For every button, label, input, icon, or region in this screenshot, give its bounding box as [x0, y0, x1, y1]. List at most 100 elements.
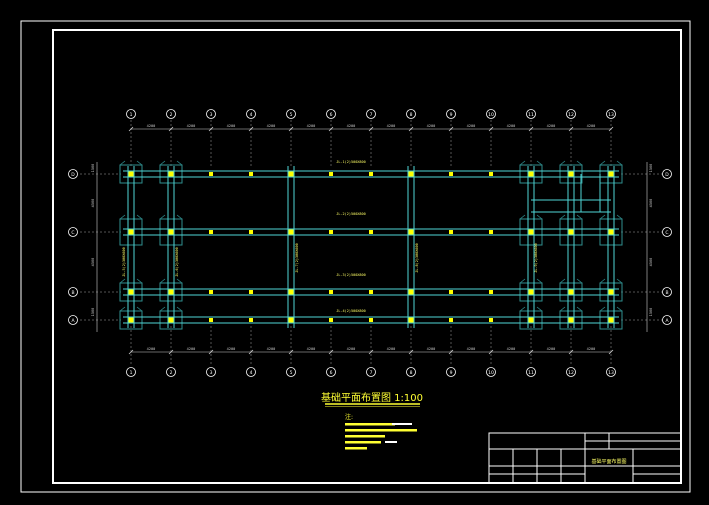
axis-bubble-top — [566, 109, 576, 119]
footing-bevel — [119, 214, 126, 220]
column — [329, 230, 333, 234]
axis-label: 10 — [488, 370, 494, 376]
axis-label: 13 — [608, 370, 614, 376]
beam-label-v: JL-9(2)300X600 — [534, 243, 538, 273]
column — [408, 289, 414, 295]
axis-bubble-left — [68, 287, 78, 297]
axis-bubble-top — [486, 109, 496, 119]
footing-bevel — [519, 306, 526, 312]
axis-bubble-right — [662, 227, 672, 237]
column — [128, 289, 134, 295]
axis-label: A — [71, 318, 75, 324]
dimension-text-top: 4200 — [347, 124, 356, 128]
dimension-text-left: 1500 — [91, 164, 95, 173]
column — [528, 171, 534, 177]
note-line-4b — [385, 441, 397, 443]
footing-pad — [559, 310, 583, 330]
axis-label: 6 — [330, 370, 333, 376]
column — [209, 290, 213, 294]
column — [369, 230, 373, 234]
footing-bevel — [576, 306, 583, 312]
footing-pad — [519, 282, 543, 302]
dimension-text-top: 4200 — [307, 124, 316, 128]
axis-label: 9 — [450, 370, 453, 376]
column — [528, 229, 534, 235]
footing-bevel — [576, 214, 583, 220]
column — [489, 172, 493, 176]
beam-label-h: JL-2(2)500X800 — [336, 212, 366, 216]
column — [528, 289, 534, 295]
dimension-text-bottom: 4200 — [227, 347, 236, 351]
footing-pad — [159, 282, 183, 302]
footing-bevel — [559, 278, 566, 284]
footing-pad — [119, 282, 143, 302]
axis-label: 5 — [290, 112, 293, 118]
footing-bevel — [159, 160, 166, 166]
axis-bubble-top — [246, 109, 256, 119]
dimension-text-bottom: 4200 — [547, 347, 556, 351]
dimension-text-bottom: 4200 — [147, 347, 156, 351]
footing-bevel — [559, 306, 566, 312]
footing-pad — [119, 164, 143, 184]
dimension-text-bottom: 4200 — [187, 347, 196, 351]
axis-label: 2 — [170, 112, 173, 118]
dimension-text-left: 4500 — [91, 258, 95, 267]
footing-bevel — [616, 278, 623, 284]
dimension-text-top: 4200 — [547, 124, 556, 128]
axis-bubble-bottom — [606, 367, 616, 377]
axis-label: C — [665, 230, 668, 236]
axis-bubble-bottom — [286, 367, 296, 377]
axis-bubble-top — [406, 109, 416, 119]
footing-bevel — [576, 160, 583, 166]
axis-bubble-top — [526, 109, 536, 119]
column — [568, 289, 574, 295]
footing-bevel — [159, 214, 166, 220]
axis-bubble-right — [662, 169, 672, 179]
axis-bubble-top — [286, 109, 296, 119]
dimension-text-top: 4200 — [507, 124, 516, 128]
axis-bubble-bottom — [526, 367, 536, 377]
footing-bevel — [536, 214, 543, 220]
footing-bevel — [559, 160, 566, 166]
dimension-text-bottom: 4200 — [427, 347, 436, 351]
footing-bevel — [176, 306, 183, 312]
axis-label: 12 — [568, 370, 574, 376]
footing-bevel — [176, 278, 183, 284]
dimension-text-right: 1500 — [649, 164, 653, 173]
column — [528, 317, 534, 323]
footing-pad — [159, 310, 183, 330]
axis-bubble-bottom — [326, 367, 336, 377]
column — [288, 229, 294, 235]
dimension-text-bottom: 4200 — [467, 347, 476, 351]
footing-bevel — [176, 160, 183, 166]
footing-pad — [599, 218, 623, 246]
footing-pad — [519, 310, 543, 330]
note-line-1b — [392, 423, 412, 425]
column — [568, 229, 574, 235]
footing-bevel — [576, 278, 583, 284]
axis-bubble-left — [68, 227, 78, 237]
note-line-5 — [345, 447, 367, 450]
annotation-layer: JL-1(2)500X800JL-2(2)500X800JL-3(2)500X8… — [122, 160, 538, 313]
column — [209, 230, 213, 234]
footing-pad — [159, 218, 183, 246]
notes-heading: 注: — [345, 413, 353, 421]
axis-label: C — [71, 230, 74, 236]
footing-bevel — [519, 278, 526, 284]
beam-label-v: JL-6(2)300X600 — [175, 247, 179, 277]
dimension-layer: 4200 4200 4200 4200 4200 4200 4200 4200 4200 4200… — [68, 109, 672, 377]
dimension-text-left: 4500 — [91, 199, 95, 208]
axis-label: 11 — [528, 370, 534, 376]
dimension-text-top: 4200 — [387, 124, 396, 128]
footing-bevel — [136, 214, 143, 220]
column — [168, 289, 174, 295]
axis-bubble-top — [606, 109, 616, 119]
beam-label-v: JL-8(2)300X600 — [415, 243, 419, 273]
axis-label: 3 — [210, 112, 213, 118]
column — [608, 317, 614, 323]
axis-label: 11 — [528, 112, 534, 118]
footing-bevel — [159, 306, 166, 312]
footing-bevel — [599, 278, 606, 284]
title-block — [488, 432, 682, 484]
footing-pad — [119, 218, 143, 246]
